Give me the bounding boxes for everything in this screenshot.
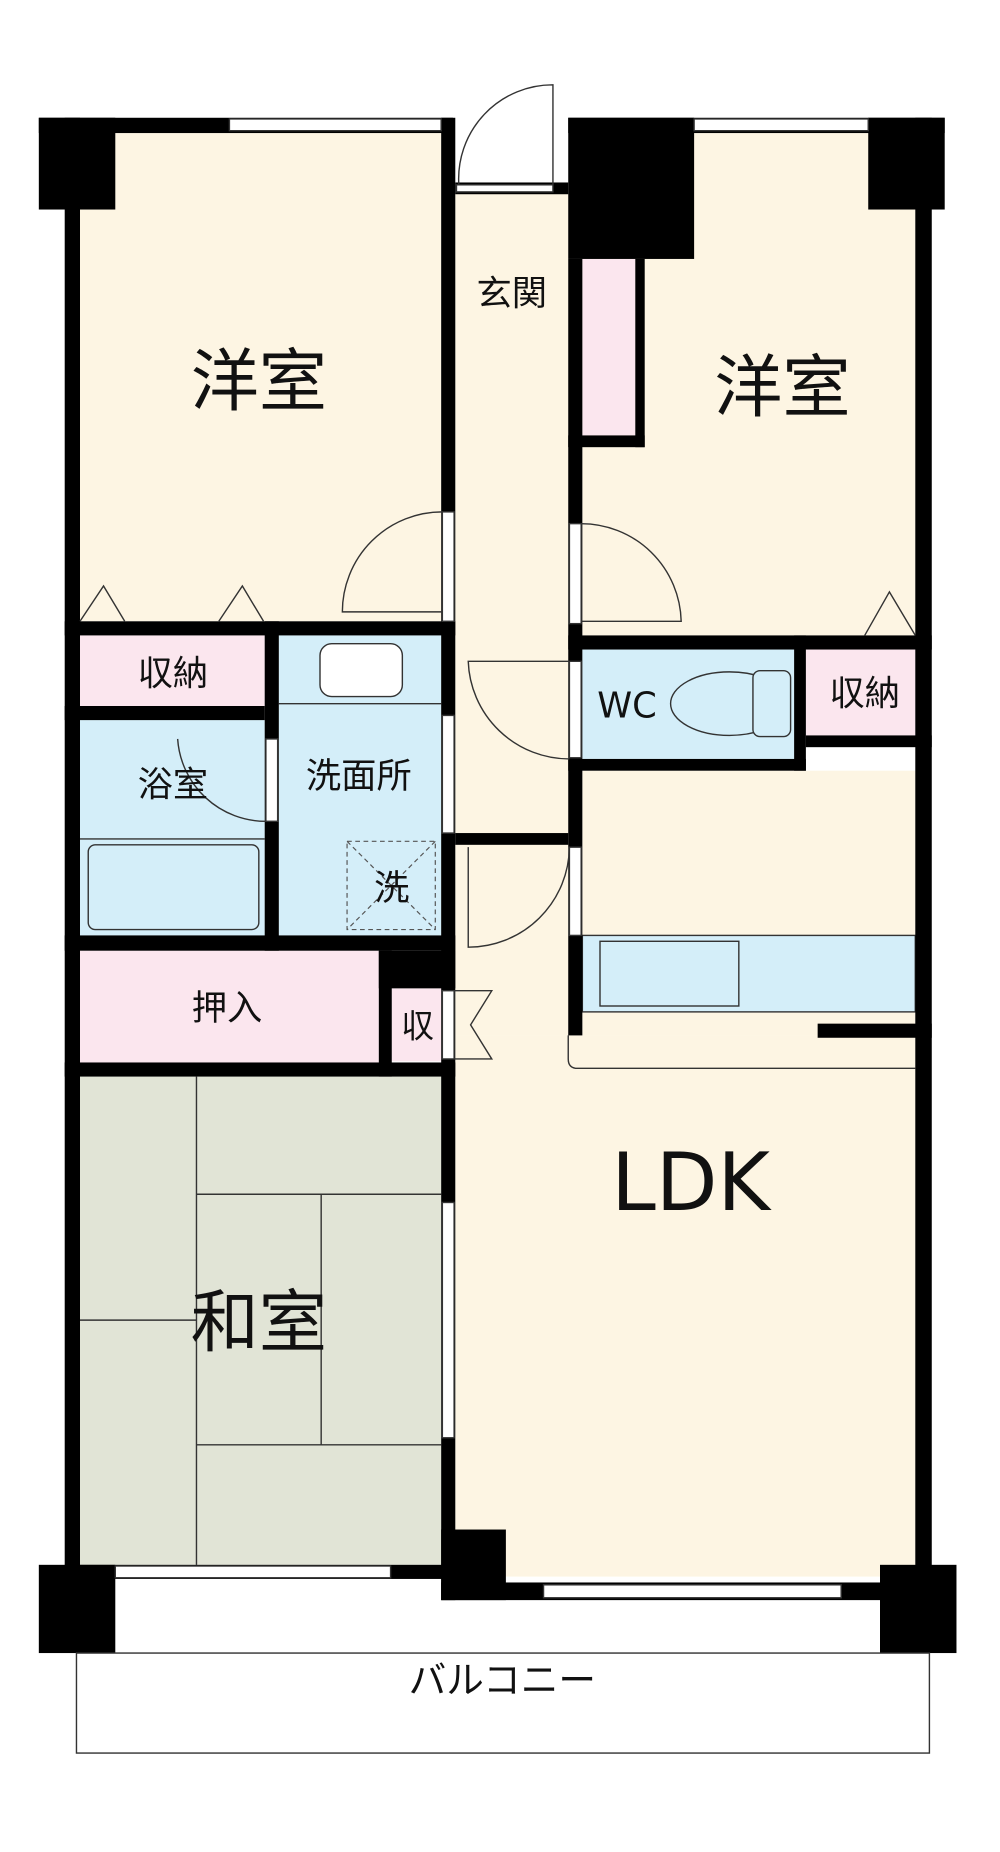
entrance-label: 玄関 xyxy=(476,274,547,315)
window xyxy=(114,1565,392,1579)
ldk-floor xyxy=(455,1035,916,1577)
japanese-room-label: 和室 xyxy=(191,1284,327,1363)
closet-label: 押入 xyxy=(192,988,263,1029)
washer-space xyxy=(346,840,436,931)
small-storage-label: 収 xyxy=(401,1007,434,1046)
bathroom-label: 浴室 xyxy=(138,764,209,805)
window xyxy=(228,118,442,132)
washer-label: 洗 xyxy=(374,868,409,909)
balcony-label: バルコニー xyxy=(409,1658,596,1702)
window xyxy=(693,118,869,132)
western-room-right-label: 洋室 xyxy=(714,349,850,428)
entrance-closet xyxy=(582,258,636,436)
sliding-door xyxy=(441,1201,455,1439)
doors xyxy=(79,84,916,1060)
storage-left-label: 収納 xyxy=(138,654,209,695)
window xyxy=(542,1584,842,1599)
washroom-label: 洗面所 xyxy=(306,756,412,797)
ldk-label: LDK xyxy=(611,1136,772,1229)
western-room-left-floor xyxy=(80,133,442,622)
storage-right-floor xyxy=(805,649,916,736)
hallway-floor xyxy=(455,188,569,1036)
closet-floor xyxy=(80,950,379,1065)
toilet-label: WC xyxy=(597,686,657,727)
small-storage-floor xyxy=(391,988,442,1062)
kitchen-sink xyxy=(599,940,740,1007)
bathtub xyxy=(87,844,260,931)
sink xyxy=(319,642,404,698)
balcony-outline xyxy=(75,1652,931,1754)
storage-left-floor xyxy=(80,635,265,706)
western-room-left-label: 洋室 xyxy=(191,343,327,422)
toilet-tank xyxy=(752,670,792,738)
japanese-room-tatami xyxy=(80,1076,442,1565)
storage-right-label: 収納 xyxy=(829,674,900,715)
